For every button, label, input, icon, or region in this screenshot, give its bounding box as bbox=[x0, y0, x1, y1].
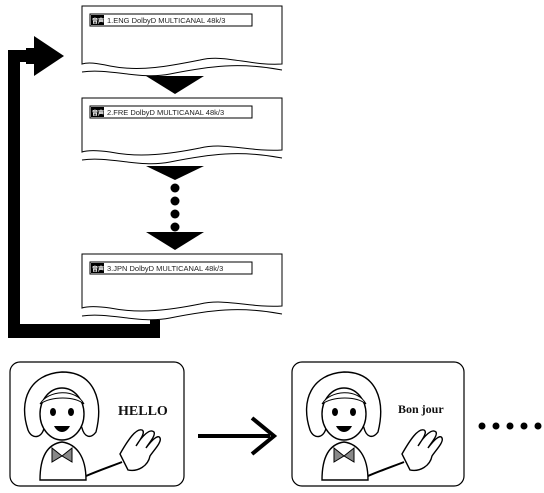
greeting-panel-2: Bon jour bbox=[291, 361, 465, 487]
screen-badge: 音声 bbox=[92, 109, 104, 117]
down-triangle-icon bbox=[146, 232, 204, 250]
down-triangle-icon bbox=[146, 166, 204, 180]
greeting-text: HELLO bbox=[118, 404, 168, 419]
right-arrow-icon bbox=[198, 416, 278, 456]
screen-card-3: 音声 3.JPN DolbyD MULTICANAL 48k/3 bbox=[81, 253, 283, 321]
greeting-panel-1: HELLO bbox=[9, 361, 185, 487]
loop-arrow-icon bbox=[8, 36, 160, 338]
continuation-dots bbox=[478, 422, 542, 430]
screen-label: 2.FRE DolbyD MULTICANAL 48k/3 bbox=[107, 108, 224, 117]
screen-badge: 音声 bbox=[92, 17, 104, 25]
screen-badge: 音声 bbox=[92, 265, 104, 273]
down-triangle-icon bbox=[146, 76, 204, 94]
screen-card-2: 音声 2.FRE DolbyD MULTICANAL 48k/3 bbox=[81, 97, 283, 165]
screen-label: 3.JPN DolbyD MULTICANAL 48k/3 bbox=[107, 264, 223, 273]
girl-waving-icon bbox=[305, 371, 443, 481]
screen-label: 1.ENG DolbyD MULTICANAL 48k/3 bbox=[107, 16, 225, 25]
ellipsis-dots bbox=[170, 183, 180, 232]
greeting-text: Bon jour bbox=[398, 402, 444, 416]
audio-badge-icon bbox=[91, 263, 104, 273]
girl-waving-icon bbox=[23, 371, 161, 481]
audio-badge-icon bbox=[91, 107, 104, 117]
audio-badge-icon bbox=[91, 15, 104, 25]
screen-card-1: 音声 1.ENG DolbyD MULTICANAL 48k/3 bbox=[81, 5, 283, 77]
